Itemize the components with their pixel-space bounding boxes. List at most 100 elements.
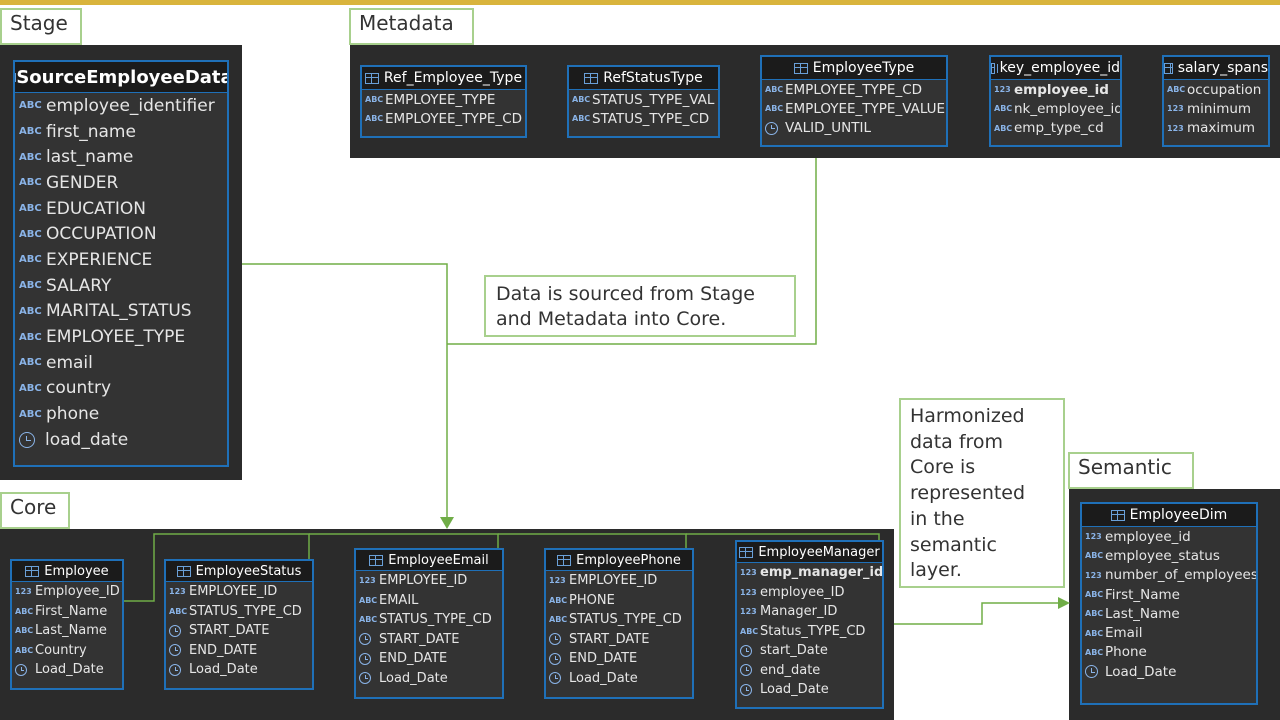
column-row[interactable]: VALID_UNTIL [762,119,946,138]
column-row[interactable]: end_date [737,661,882,681]
column-row[interactable]: Load_Date [12,660,122,680]
column-name: occupation [1187,81,1262,98]
column-row[interactable]: START_DATE [546,630,692,650]
column-name: EMPLOYEE_TYPE_CD [785,81,923,98]
column-row[interactable]: Load_Date [356,669,502,689]
column-row[interactable]: ABC EDUCATION [15,196,227,222]
text-type-icon: ABC [549,615,568,625]
column-row[interactable]: Load_Date [166,660,312,680]
column-row[interactable]: load_date [15,427,227,453]
stage-label: Stage [0,8,82,45]
column-row[interactable]: Load_Date [1082,662,1256,681]
column-name: Manager_ID [760,604,838,620]
column-row[interactable]: Load_Date [546,669,692,689]
harmonized-note-line-1: Harmonized [910,405,1025,427]
column-row[interactable]: START_DATE [166,621,312,641]
table-icon [176,565,191,577]
column-name: START_DATE [189,623,270,639]
employee-dim-header: EmployeeDim [1082,504,1256,527]
clock-icon [1085,665,1098,679]
table-name: Employee [44,563,109,579]
text-type-icon: ABC [994,104,1013,114]
column-name: PHONE [569,592,615,608]
column-row[interactable]: END_DATE [356,649,502,669]
column-row[interactable]: END_DATE [166,641,312,661]
column-row[interactable]: START_DATE [356,630,502,650]
clock-icon [19,431,35,448]
column-name: EDUCATION [46,198,146,219]
column-name: first_name [46,121,136,142]
column-row[interactable]: END_DATE [546,649,692,669]
column-row[interactable]: start_Date [737,641,882,661]
clock-icon [740,664,752,677]
column-name: EMAIL [379,592,419,608]
table-name: EmployeeStatus [195,563,302,579]
column-name: First_Name [35,603,108,619]
column-name: nk_employee_id [1014,100,1122,117]
clock-icon [169,644,181,657]
column-row[interactable]: Load_Date [737,680,882,700]
column-name: STATUS_TYPE_CD [379,612,492,628]
text-type-icon: ABC [19,203,42,215]
